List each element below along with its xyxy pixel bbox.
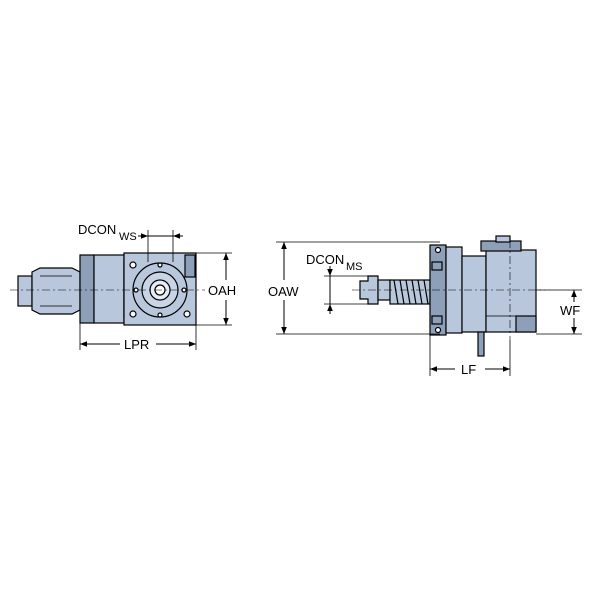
side-view-body: [461, 235, 537, 357]
front-view-shank: [17, 267, 81, 315]
lf-label: LF: [461, 362, 476, 377]
dcon-ws-dimension: DCON WS: [78, 222, 183, 262]
lf-dimension: LF: [429, 335, 511, 377]
oah-label: OAH: [208, 283, 236, 298]
wf-dimension: WF: [536, 289, 582, 335]
front-view-body: [123, 252, 197, 326]
side-view-thread: [389, 279, 431, 305]
front-view: DCON WS OAH LPR: [10, 222, 236, 352]
dcon-ms-label: DCON: [306, 252, 344, 267]
dcon-ws-subscript: WS: [119, 231, 137, 243]
side-view: OAW DCON MS WF LF: [268, 235, 582, 377]
oaw-dimension: OAW: [268, 241, 440, 335]
dcon-ms-subscript: MS: [346, 261, 363, 273]
dcon-ws-label: DCON: [78, 222, 116, 237]
oaw-label: OAW: [268, 284, 299, 299]
dcon-ms-dimension: DCON MS: [306, 252, 372, 314]
lpr-label: LPR: [124, 337, 149, 352]
oah-dimension: OAH: [196, 252, 236, 326]
lpr-dimension: LPR: [79, 323, 197, 352]
wf-label: WF: [560, 303, 580, 318]
